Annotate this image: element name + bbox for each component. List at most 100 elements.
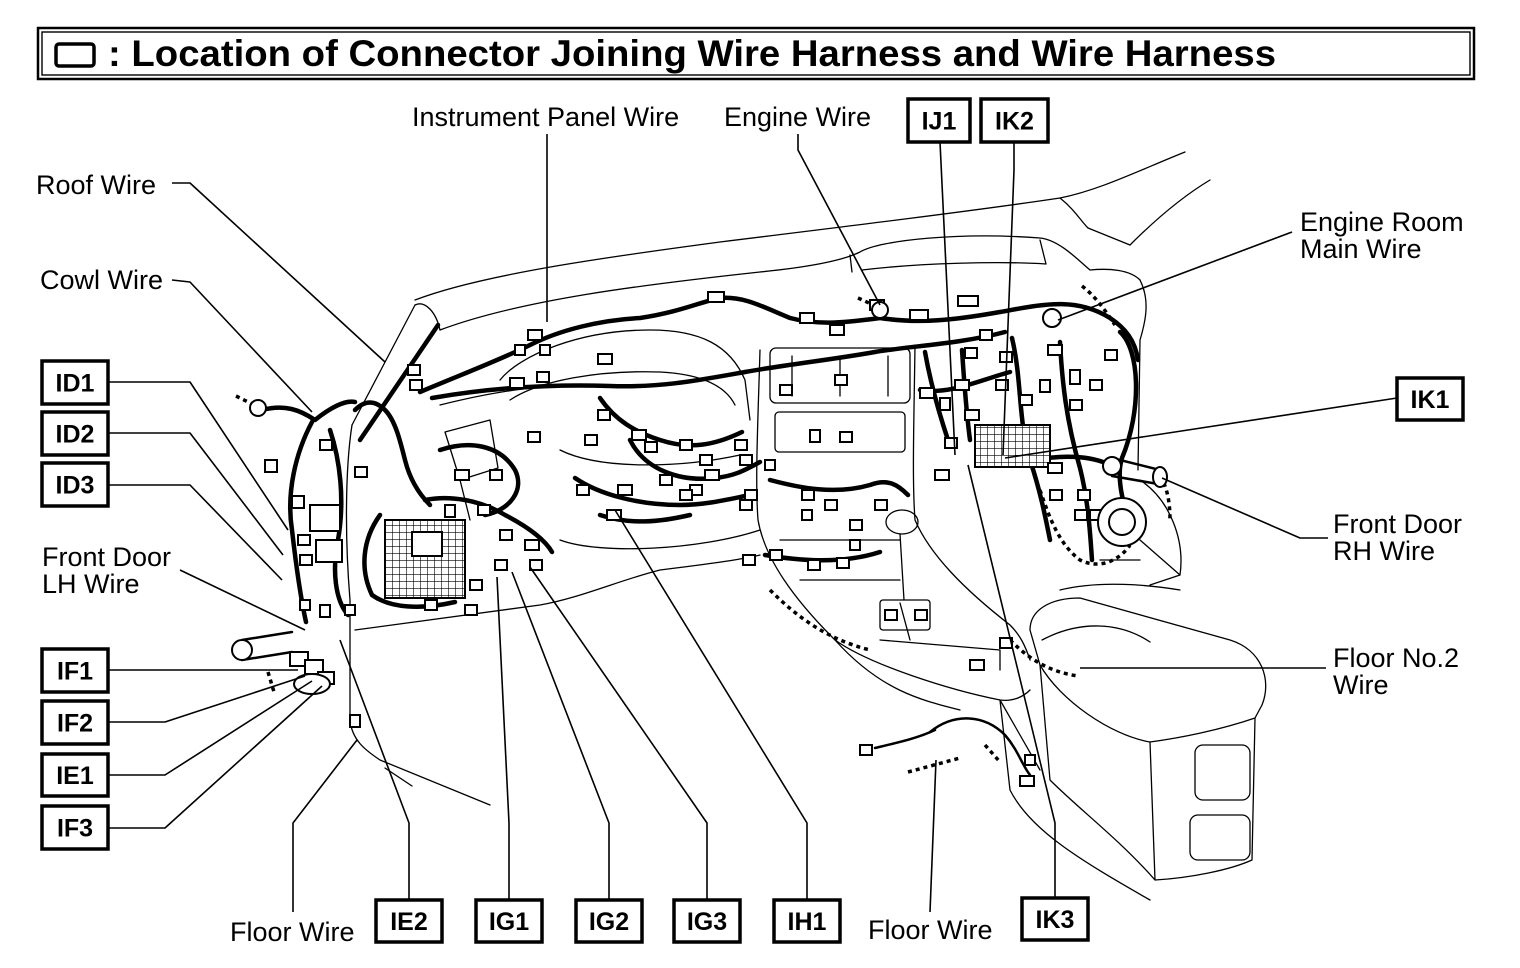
harness-connector-block	[919, 387, 935, 399]
roof-wire-label: Roof Wire	[36, 170, 156, 200]
harness-connector-block	[995, 379, 1009, 391]
instrument-panel-harness-lower	[429, 329, 1008, 401]
engine-room-main-wire-leader	[1057, 231, 1293, 321]
engine-room-main-wire-label-line2: Main Wire	[1300, 234, 1422, 264]
ik3-leader	[967, 464, 1056, 898]
ih1-leader	[614, 509, 808, 900]
ij1-leader	[939, 141, 956, 456]
engine-room-grommet	[1042, 308, 1062, 328]
harness-connector-block	[444, 504, 456, 518]
connector-code-box	[40, 699, 110, 746]
title-bar: : Location of Connector Joining Wire Har…	[36, 26, 1476, 81]
blower-motor-hub	[1108, 508, 1136, 536]
harness-connector-block	[769, 549, 783, 561]
harness-connector-block	[509, 377, 525, 389]
harness-connector-block	[299, 599, 311, 611]
harness-connector-block	[464, 604, 478, 616]
console-box-side	[999, 664, 1256, 901]
id3-leader	[108, 484, 283, 581]
ie1-leader	[108, 680, 313, 776]
harness-connector-block	[884, 609, 898, 621]
harness-connector-block	[969, 659, 985, 671]
harness-connector-block	[536, 371, 550, 383]
wire-harness	[235, 284, 1172, 777]
shift-gate	[879, 599, 931, 631]
engine-wire-grommet	[871, 301, 889, 319]
leader-lines	[108, 134, 1398, 913]
harness-connector-block	[527, 329, 543, 341]
cowl-wire-branch	[259, 399, 358, 423]
connector-code-if1: IF1	[40, 647, 110, 694]
harness-connector-block	[824, 499, 838, 511]
harness-connector-block	[1049, 489, 1063, 501]
connector-code-ig1: IG1	[474, 898, 544, 944]
floor-wire-loom	[907, 756, 961, 774]
harness-connector-block	[807, 559, 821, 571]
harness-connector-block	[529, 559, 543, 571]
front-door-rh-wire-leader	[1161, 477, 1328, 539]
harness-connector-block	[849, 539, 861, 551]
harness-connector-block	[836, 557, 850, 569]
front-door-lh-grommet	[231, 639, 253, 661]
connector-code-label: IJ1	[922, 108, 957, 136]
cluster-branch-c	[572, 475, 753, 508]
harness-connector-block	[1104, 349, 1118, 361]
instrument-panel-harness-upper	[417, 295, 1141, 395]
harness-connector-block	[539, 344, 551, 356]
title-frame-inner	[41, 31, 1471, 76]
connector-code-label: IF3	[57, 815, 93, 843]
harness-connector-block	[939, 397, 951, 411]
ik1-leader	[1004, 397, 1398, 459]
harness-connector-block	[801, 509, 813, 521]
connector-code-ie1: IE1	[40, 752, 110, 798]
left-door-tube-bottom	[240, 650, 294, 662]
connector-code-label: ID1	[56, 370, 95, 398]
harness-connector-block	[584, 434, 598, 446]
connector-code-if2: IF2	[40, 699, 110, 746]
floor-wire-bottom-leader	[929, 759, 937, 913]
ie2-leader	[339, 639, 410, 900]
audio-panel	[774, 411, 906, 453]
connector-code-box	[40, 359, 110, 406]
harness-connector-block	[291, 495, 305, 509]
connector-code-label: IG3	[687, 908, 727, 936]
connector-code-box	[40, 461, 110, 508]
harness-connector-block	[489, 469, 503, 481]
harness-connector-block	[576, 484, 590, 496]
harness-connector-block	[454, 469, 470, 481]
left-relay-block	[309, 504, 341, 532]
harness-connector-block	[319, 439, 333, 451]
if3-leader	[108, 685, 323, 829]
lower-dash-edge	[354, 554, 761, 631]
harness-connector-block	[934, 469, 950, 481]
harness-connector-block	[659, 474, 673, 486]
connector-code-box	[772, 898, 842, 944]
harness-connector-block	[527, 431, 541, 443]
left-relay-block-2	[315, 539, 343, 563]
harness-connector-block	[739, 454, 753, 466]
harness-connector-block	[631, 429, 647, 441]
connector-code-ik3: IK3	[1020, 896, 1090, 942]
connector-code-box	[1395, 376, 1465, 422]
harness-connector-block	[1047, 344, 1063, 356]
harness-connector-block	[264, 459, 278, 473]
harness-connector-block	[739, 499, 753, 511]
cowl-wire-leader	[171, 279, 313, 413]
glove-area-loom	[1038, 489, 1132, 566]
left-cowl-side	[345, 424, 491, 806]
harness-connector-block	[979, 329, 993, 341]
harness-connector-block	[1019, 775, 1035, 787]
harness-connector-block	[764, 459, 776, 471]
dash-top-shelf	[439, 235, 1141, 331]
harness-connector-block	[1069, 369, 1081, 385]
floor-wire-branch-b	[873, 728, 937, 750]
glove-box	[1139, 479, 1182, 586]
connector-code-ig3: IG3	[672, 898, 742, 944]
cowl-grommet-loom	[235, 394, 253, 406]
cowl-grommet	[249, 399, 267, 417]
connector-code-label: IE2	[390, 908, 428, 936]
harness-connector-block	[407, 364, 421, 376]
page-title: : Location of Connector Joining Wire Har…	[108, 33, 1276, 74]
harness-connector-block	[957, 295, 979, 307]
harness-connector-block	[494, 559, 508, 571]
